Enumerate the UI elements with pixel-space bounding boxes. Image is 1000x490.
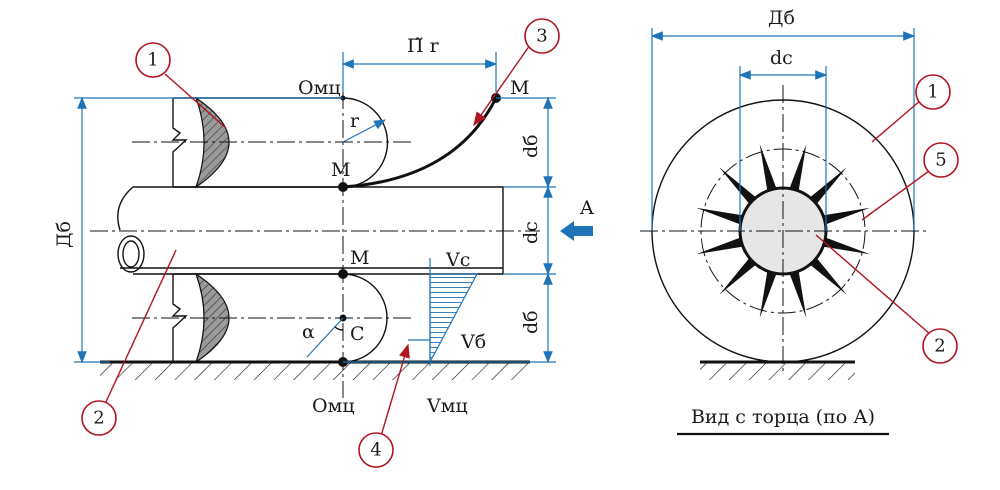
core-spoke — [759, 271, 777, 318]
core-spoke — [823, 237, 870, 255]
svg-text:5: 5 — [935, 150, 946, 171]
label-alpha: α — [302, 321, 315, 343]
end-view-ground — [700, 360, 855, 380]
svg-text:1: 1 — [147, 50, 158, 71]
ground-surface — [100, 360, 530, 380]
upper-roll-section — [132, 96, 412, 189]
alpha-line — [306, 317, 344, 358]
side-view: П̃ r Oмц M r M M dб dc dб Дб A Vc Vб α C… — [53, 18, 594, 468]
core-spoke — [809, 257, 847, 295]
core-tube — [90, 186, 540, 275]
point-m-low — [338, 269, 348, 279]
end-dimension-outer-diameter — [650, 28, 916, 231]
end-view: Дб dc 1 5 2 Вид с торца (по А) — [640, 7, 959, 436]
core-spokes — [696, 144, 870, 318]
label-v-c: Vc — [445, 249, 470, 271]
callout-1-side: 1 — [135, 42, 227, 129]
label-d-c: dc — [520, 221, 542, 244]
label-d-b-upper: dб — [520, 134, 542, 158]
callout-2-end: 2 — [815, 234, 958, 364]
core-spoke — [809, 167, 847, 205]
label-v-mc: Vмц — [426, 395, 468, 417]
svg-text:3: 3 — [536, 26, 547, 47]
point-m-mid — [338, 182, 348, 192]
label-m-top: M — [510, 77, 529, 99]
core-spoke — [696, 207, 743, 225]
label-m-low: M — [350, 247, 369, 269]
svg-text:1: 1 — [927, 82, 938, 103]
end-label-core-diameter: dc — [770, 47, 793, 69]
callout-3-side: 3 — [473, 18, 560, 127]
radius-arrow — [342, 119, 387, 143]
svg-text:4: 4 — [370, 440, 381, 461]
alpha-arc — [334, 326, 344, 331]
velocity-diagram — [408, 258, 479, 366]
view-direction-arrow — [560, 221, 593, 241]
dimension-right-stack — [343, 96, 556, 364]
svg-text:2: 2 — [934, 336, 945, 357]
label-m-mid: M — [331, 159, 350, 181]
lower-roll-section — [132, 272, 412, 364]
core-spoke — [696, 237, 743, 255]
label-o-mc-bottom: Oмц — [312, 395, 355, 417]
core-spoke — [823, 207, 870, 225]
core-spoke — [789, 271, 807, 318]
core-spoke — [789, 144, 807, 191]
label-arc-length: П̃ r — [407, 35, 440, 57]
end-view-caption: Вид с торца (по А) — [691, 406, 875, 428]
svg-text:2: 2 — [93, 408, 104, 429]
label-o-mc-top: Oмц — [298, 77, 341, 99]
dimension-arc-length — [341, 52, 498, 92]
callout-4-side: 4 — [358, 343, 410, 468]
end-dimension-core-diameter — [738, 66, 828, 231]
core-spoke — [719, 167, 757, 205]
label-v-b: Vб — [460, 331, 486, 353]
label-r: r — [350, 110, 360, 132]
end-label-outer-diameter: Дб — [768, 7, 795, 29]
callout-1-end: 1 — [871, 74, 951, 143]
callout-2-side: 2 — [81, 249, 177, 436]
dimension-outer-diameter — [74, 96, 343, 364]
core-spoke — [719, 257, 757, 295]
callout-5-end: 5 — [861, 142, 959, 221]
label-a: A — [579, 197, 594, 219]
label-d-b-lower: dб — [520, 310, 542, 334]
label-outer-diameter: Дб — [53, 221, 75, 248]
core-spoke — [759, 144, 777, 191]
label-c: C — [350, 323, 365, 345]
